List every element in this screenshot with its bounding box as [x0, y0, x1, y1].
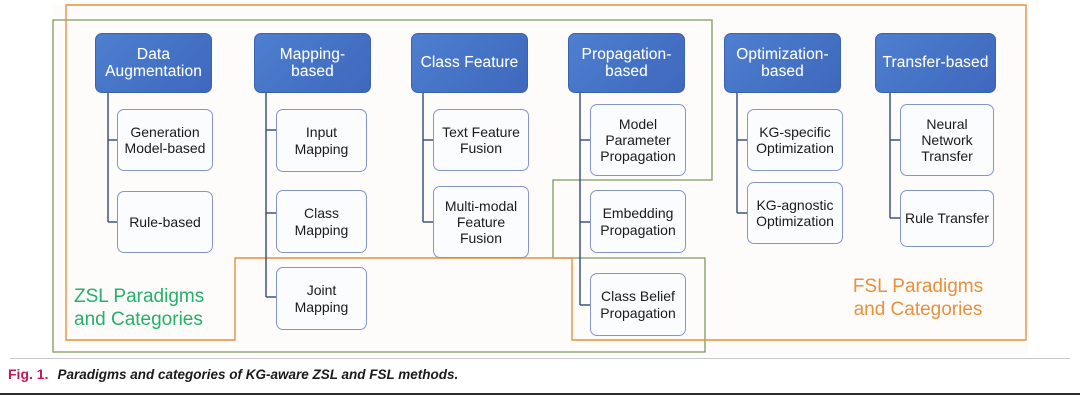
- figure-caption: Fig. 1. Paradigms and categories of KG-a…: [8, 366, 458, 382]
- node-child-class-belief-propagation[interactable]: Class Belief Propagation: [590, 273, 686, 336]
- region-label-fsl: FSL Paradigms and Categories: [852, 276, 984, 321]
- node-head-propagation-based[interactable]: Propagation- based: [568, 33, 685, 93]
- node-child-class-mapping[interactable]: Class Mapping: [276, 190, 367, 253]
- caption-bottom-rule: [0, 393, 1080, 395]
- node-child-rule-transfer[interactable]: Rule Transfer: [900, 190, 994, 247]
- node-head-optimization-based[interactable]: Optimization- based: [724, 33, 841, 93]
- node-head-class-feature[interactable]: Class Feature: [411, 33, 528, 93]
- node-child-embedding-propagation[interactable]: Embedding Propagation: [590, 190, 686, 253]
- node-head-transfer-based[interactable]: Transfer-based: [875, 33, 996, 93]
- node-child-input-mapping[interactable]: Input Mapping: [276, 109, 367, 172]
- node-child-generation-model-based[interactable]: Generation Model-based: [117, 109, 213, 171]
- node-child-kg-specific-optimization[interactable]: KG-specific Optimization: [747, 109, 843, 171]
- node-child-text-feature-fusion[interactable]: Text Feature Fusion: [433, 109, 529, 171]
- node-head-mapping-based[interactable]: Mapping- based: [254, 33, 371, 93]
- caption-top-rule: [10, 358, 1070, 359]
- node-child-rule-based[interactable]: Rule-based: [117, 191, 213, 253]
- figure-number: Fig. 1.: [8, 366, 49, 382]
- node-child-neural-network-transfer[interactable]: Neural Network Transfer: [900, 104, 994, 176]
- node-head-data-augmentation[interactable]: Data Augmentation: [95, 33, 212, 93]
- node-child-kg-agnostic-optimization[interactable]: KG-agnostic Optimization: [747, 182, 843, 244]
- node-child-joint-mapping[interactable]: Joint Mapping: [276, 267, 367, 330]
- region-label-zsl: ZSL Paradigms and Categories: [74, 286, 205, 331]
- node-child-model-parameter-propagation[interactable]: Model Parameter Propagation: [590, 104, 686, 176]
- figure-caption-text: Paradigms and categories of KG-aware ZSL…: [57, 367, 459, 382]
- node-child-multi-modal-feature-fusion[interactable]: Multi-modal Feature Fusion: [433, 186, 529, 258]
